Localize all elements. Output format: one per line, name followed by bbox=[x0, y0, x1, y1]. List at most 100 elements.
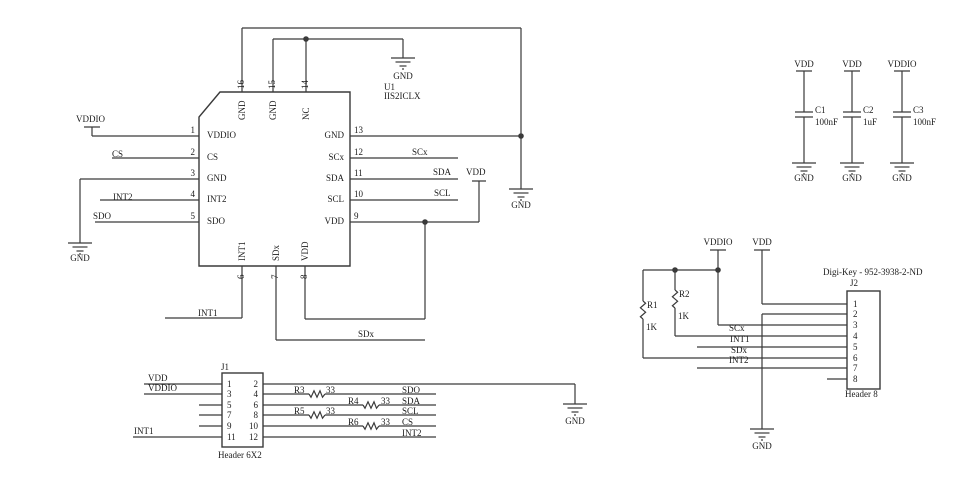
net-label-int1-stub: INT1 bbox=[198, 308, 218, 318]
gnd-label-c2: GND bbox=[842, 173, 862, 183]
power-label-c3: VDDIO bbox=[887, 59, 917, 69]
ic-pin-name-int1: INT1 bbox=[237, 241, 247, 262]
net-label-scx-j2: SCx bbox=[729, 323, 745, 333]
pin-number-6: 6 bbox=[236, 274, 246, 280]
net-label-sdo-j1: SDO bbox=[402, 385, 421, 395]
ic-pin-name-gnd: GND bbox=[207, 173, 227, 183]
gnd-label-c1: GND bbox=[794, 173, 814, 183]
ic-pin-name-sdo: SDO bbox=[207, 216, 226, 226]
net-label-cs-j1: CS bbox=[402, 417, 414, 427]
pin-number-11: 11 bbox=[354, 168, 363, 178]
j1-pin-11: 11 bbox=[227, 432, 236, 442]
decoupling-caps bbox=[791, 70, 915, 175]
resistor-ref-r6: R6 bbox=[348, 417, 359, 427]
j1-pin-6: 6 bbox=[253, 400, 259, 410]
pin-number-16: 16 bbox=[236, 80, 246, 89]
resistor-ref-r5: R5 bbox=[294, 406, 305, 416]
resistor-ref-r1: R1 bbox=[647, 300, 658, 310]
cap-ref-c1: C1 bbox=[815, 105, 826, 115]
pin-number-2: 2 bbox=[190, 147, 196, 157]
ic-pin-name-nc: NC bbox=[301, 107, 311, 120]
pin-number-7: 7 bbox=[270, 274, 280, 280]
resistor-value-r1: 1K bbox=[646, 322, 657, 332]
power-label-c2: VDD bbox=[842, 59, 862, 69]
j1-pin-12: 12 bbox=[249, 432, 258, 442]
cap-ref-c3: C3 bbox=[913, 105, 924, 115]
resistor-ref-r4: R4 bbox=[348, 396, 359, 406]
j1-pin-7: 7 bbox=[227, 410, 232, 420]
j2-pin-1: 1 bbox=[853, 299, 858, 309]
power-label-vddio: VDDIO bbox=[76, 114, 105, 124]
ic-body bbox=[198, 91, 351, 267]
j2-pin-8: 8 bbox=[853, 374, 858, 384]
j1-refdes: J1 bbox=[221, 362, 230, 372]
net-label-scx: SCx bbox=[412, 147, 428, 157]
j2-pin-2: 2 bbox=[853, 309, 858, 319]
cap-value-c2: 1uF bbox=[863, 117, 878, 127]
ic-top-wires bbox=[241, 27, 521, 92]
j1-pin-8: 8 bbox=[253, 410, 259, 420]
pin-number-10: 10 bbox=[354, 189, 363, 199]
cap-value-c1: 100nF bbox=[815, 117, 839, 127]
net-label-int2-j2: INT2 bbox=[729, 355, 749, 365]
ic-pin-name-gnd16: GND bbox=[237, 100, 247, 121]
ic-pin-name-int2: INT2 bbox=[207, 194, 227, 204]
j1-pin-2: 2 bbox=[253, 379, 259, 389]
net-label-vddio-j1: VDDIO bbox=[148, 383, 177, 393]
gnd-label-j1: GND bbox=[565, 416, 585, 426]
net-label-sdo: SDO bbox=[93, 211, 112, 221]
resistor-value-r6: 33 bbox=[381, 417, 390, 427]
net-label-vdd-j1: VDD bbox=[148, 373, 168, 383]
resistor-value-r4: 33 bbox=[381, 396, 390, 406]
j1-pin-5: 5 bbox=[227, 400, 232, 410]
j2-pin-3: 3 bbox=[853, 320, 858, 330]
net-label-int2-j1: INT2 bbox=[402, 428, 422, 438]
pin-number-1: 1 bbox=[190, 125, 196, 135]
resistor-value-r3: 33 bbox=[326, 385, 335, 395]
cap-value-c3: 100nF bbox=[913, 117, 937, 127]
net-label-int1-j1: INT1 bbox=[134, 426, 154, 436]
pin-number-3: 3 bbox=[190, 168, 196, 178]
ic-bottom-wires bbox=[165, 222, 426, 341]
gnd-label-left: GND bbox=[70, 253, 90, 263]
ic-pin-name-sda: SDA bbox=[325, 173, 344, 183]
j2-pin-5: 5 bbox=[853, 342, 858, 352]
j1-name: Header 6X2 bbox=[218, 450, 262, 460]
gnd-label-top: GND bbox=[393, 71, 413, 81]
ic-pin-name-vdd: VDD bbox=[324, 216, 345, 226]
net-label-scl-j1: SCL bbox=[402, 406, 419, 416]
ic-pin-name-vdd8: VDD bbox=[300, 241, 310, 262]
j1-pin-1: 1 bbox=[227, 379, 232, 389]
j2-refdes: J2 bbox=[850, 278, 859, 288]
j1-pin-4: 4 bbox=[253, 389, 259, 399]
power-label-vdd-pullup: VDD bbox=[752, 237, 772, 247]
ic-left-wires bbox=[67, 126, 199, 255]
j2-digikey-part: Digi-Key - 952-3938-2-ND bbox=[823, 267, 923, 277]
resistor-ref-r2: R2 bbox=[679, 289, 690, 299]
resistor-value-r5: 33 bbox=[326, 406, 335, 416]
cap-ref-c2: C2 bbox=[863, 105, 874, 115]
pin-number-12: 12 bbox=[354, 147, 363, 157]
net-label-scl: SCL bbox=[434, 188, 451, 198]
pin-number-8: 8 bbox=[299, 274, 309, 280]
ic-pin-name-scx: SCx bbox=[328, 152, 344, 162]
net-label-sda: SDA bbox=[433, 167, 452, 177]
net-label-sda-j1: SDA bbox=[402, 396, 421, 406]
ic-part-number: IIS2ICLX bbox=[384, 91, 421, 101]
pullup-network bbox=[639, 249, 881, 441]
j1-pin-9: 9 bbox=[227, 421, 232, 431]
power-label-vddio-pullup: VDDIO bbox=[703, 237, 733, 247]
resistor-value-r2: 1K bbox=[678, 311, 689, 321]
j2-name: Header 8 bbox=[845, 389, 878, 399]
ic-pin-name-gnd13: GND bbox=[324, 130, 345, 140]
power-label-c1: VDD bbox=[794, 59, 814, 69]
net-label-cs: CS bbox=[112, 149, 124, 159]
j1-header bbox=[133, 372, 588, 448]
net-label-int2: INT2 bbox=[113, 192, 133, 202]
gnd-label-c3: GND bbox=[892, 173, 912, 183]
ic-refdes: U1 bbox=[384, 82, 395, 92]
power-label-vdd-mid: VDD bbox=[466, 167, 486, 177]
pin-number-4: 4 bbox=[190, 189, 196, 199]
